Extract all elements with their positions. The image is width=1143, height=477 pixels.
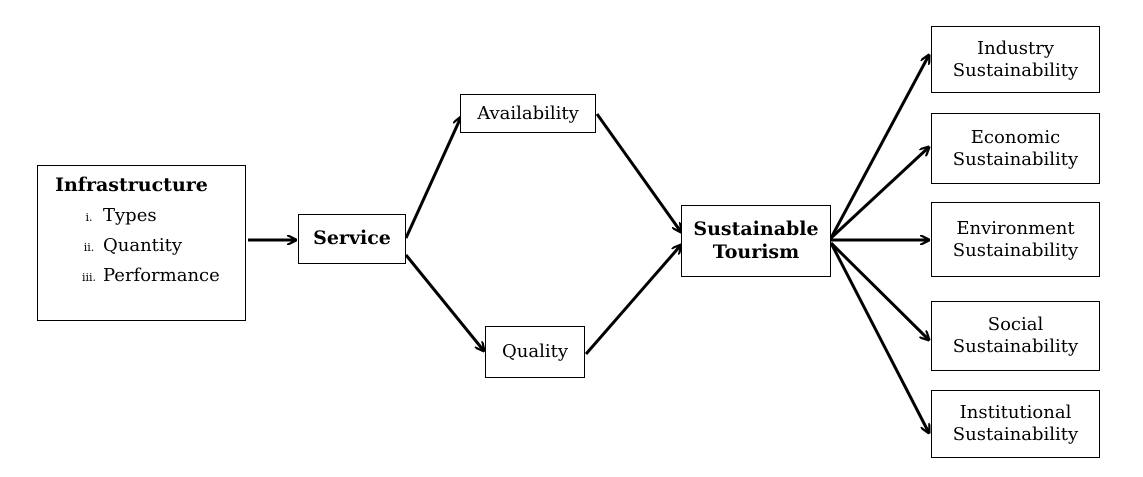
- sustainable-tourism-line1: Sustainable: [693, 217, 819, 240]
- infrastructure-list: i. Types ii. Quantity iii. Performance: [38, 205, 220, 295]
- outcome-line1: Social: [987, 314, 1044, 336]
- sustainable-tourism-line2: Tourism: [712, 241, 800, 263]
- outcome-line1: Institutional: [959, 402, 1072, 424]
- arrow-service-to-quality: [404, 254, 484, 351]
- industry-sustainability-box: Industry Sustainability: [931, 26, 1100, 93]
- item-numeral: iii.: [81, 271, 97, 285]
- infrastructure-item: ii. Quantity: [75, 235, 220, 265]
- item-numeral: ii.: [83, 241, 95, 255]
- infrastructure-item: iii. Performance: [75, 265, 220, 295]
- infrastructure-title: Infrastructure: [55, 174, 208, 196]
- item-label: Quantity: [103, 235, 183, 257]
- infrastructure-item: i. Types: [75, 205, 220, 235]
- item-numeral: i.: [85, 211, 93, 225]
- environment-sustainability-box: Environment Sustainability: [931, 202, 1100, 277]
- outcome-line2: Sustainability: [952, 148, 1079, 170]
- item-label: Performance: [103, 265, 220, 287]
- arrow-tourism-to-institutional: [829, 242, 929, 433]
- availability-label: Availability: [477, 102, 579, 124]
- outcome-line2: Sustainability: [952, 424, 1079, 445]
- outcome-line1: Environment: [956, 217, 1075, 239]
- sustainable-tourism-box: Sustainable Tourism: [681, 205, 831, 277]
- arrow-quality-to-tourism: [584, 245, 681, 355]
- service-box: Service: [298, 214, 406, 264]
- economic-sustainability-box: Economic Sustainability: [931, 113, 1100, 184]
- outcome-line1: Industry: [976, 37, 1055, 59]
- arrow-availability-to-tourism: [595, 113, 681, 232]
- social-sustainability-box: Social Sustainability: [931, 301, 1100, 371]
- quality-box: Quality: [485, 326, 585, 378]
- arrow-tourism-to-industry: [829, 55, 929, 239]
- outcome-line2: Sustainability: [952, 336, 1079, 357]
- outcome-line2: Sustainability: [952, 239, 1079, 261]
- item-label: Types: [103, 205, 157, 227]
- arrow-tourism-to-economic: [829, 147, 929, 240]
- outcome-line2: Sustainability: [952, 59, 1079, 81]
- service-label: Service: [313, 227, 391, 250]
- outcome-line1: Economic: [970, 126, 1061, 148]
- arrow-tourism-to-social: [829, 241, 929, 340]
- institutional-sustainability-box: Institutional Sustainability: [931, 390, 1100, 458]
- quality-label: Quality: [502, 341, 568, 363]
- infrastructure-box: Infrastructure i. Types ii. Quantity iii…: [37, 165, 246, 321]
- availability-box: Availability: [460, 94, 596, 133]
- arrow-service-to-availability: [404, 117, 461, 239]
